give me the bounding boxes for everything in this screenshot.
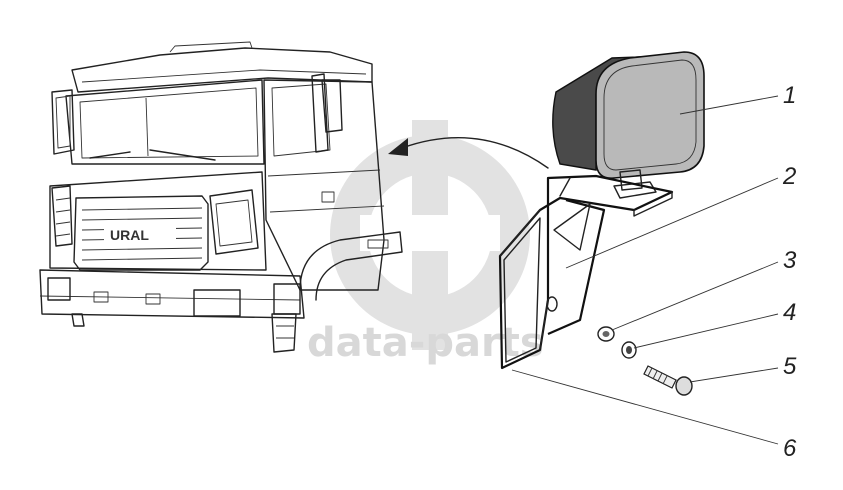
assembly-arrow [388, 137, 549, 169]
callout-6: 6 [783, 435, 797, 462]
truck-cab: URAL [39, 41, 403, 353]
callout-2: 2 [782, 163, 796, 190]
bracket-part [498, 174, 674, 370]
leader-lines [511, 95, 779, 445]
watermark-text: data-parts [307, 320, 544, 366]
callout-4: 4 [783, 299, 796, 326]
bolt-part [643, 365, 693, 396]
callout-3: 3 [783, 247, 797, 274]
grille-badge: URAL [110, 227, 149, 243]
lamp-part [552, 51, 705, 199]
callout-1: 1 [783, 82, 796, 109]
callout-5: 5 [783, 353, 797, 380]
nut-part [597, 326, 615, 342]
washer-part [621, 341, 637, 359]
